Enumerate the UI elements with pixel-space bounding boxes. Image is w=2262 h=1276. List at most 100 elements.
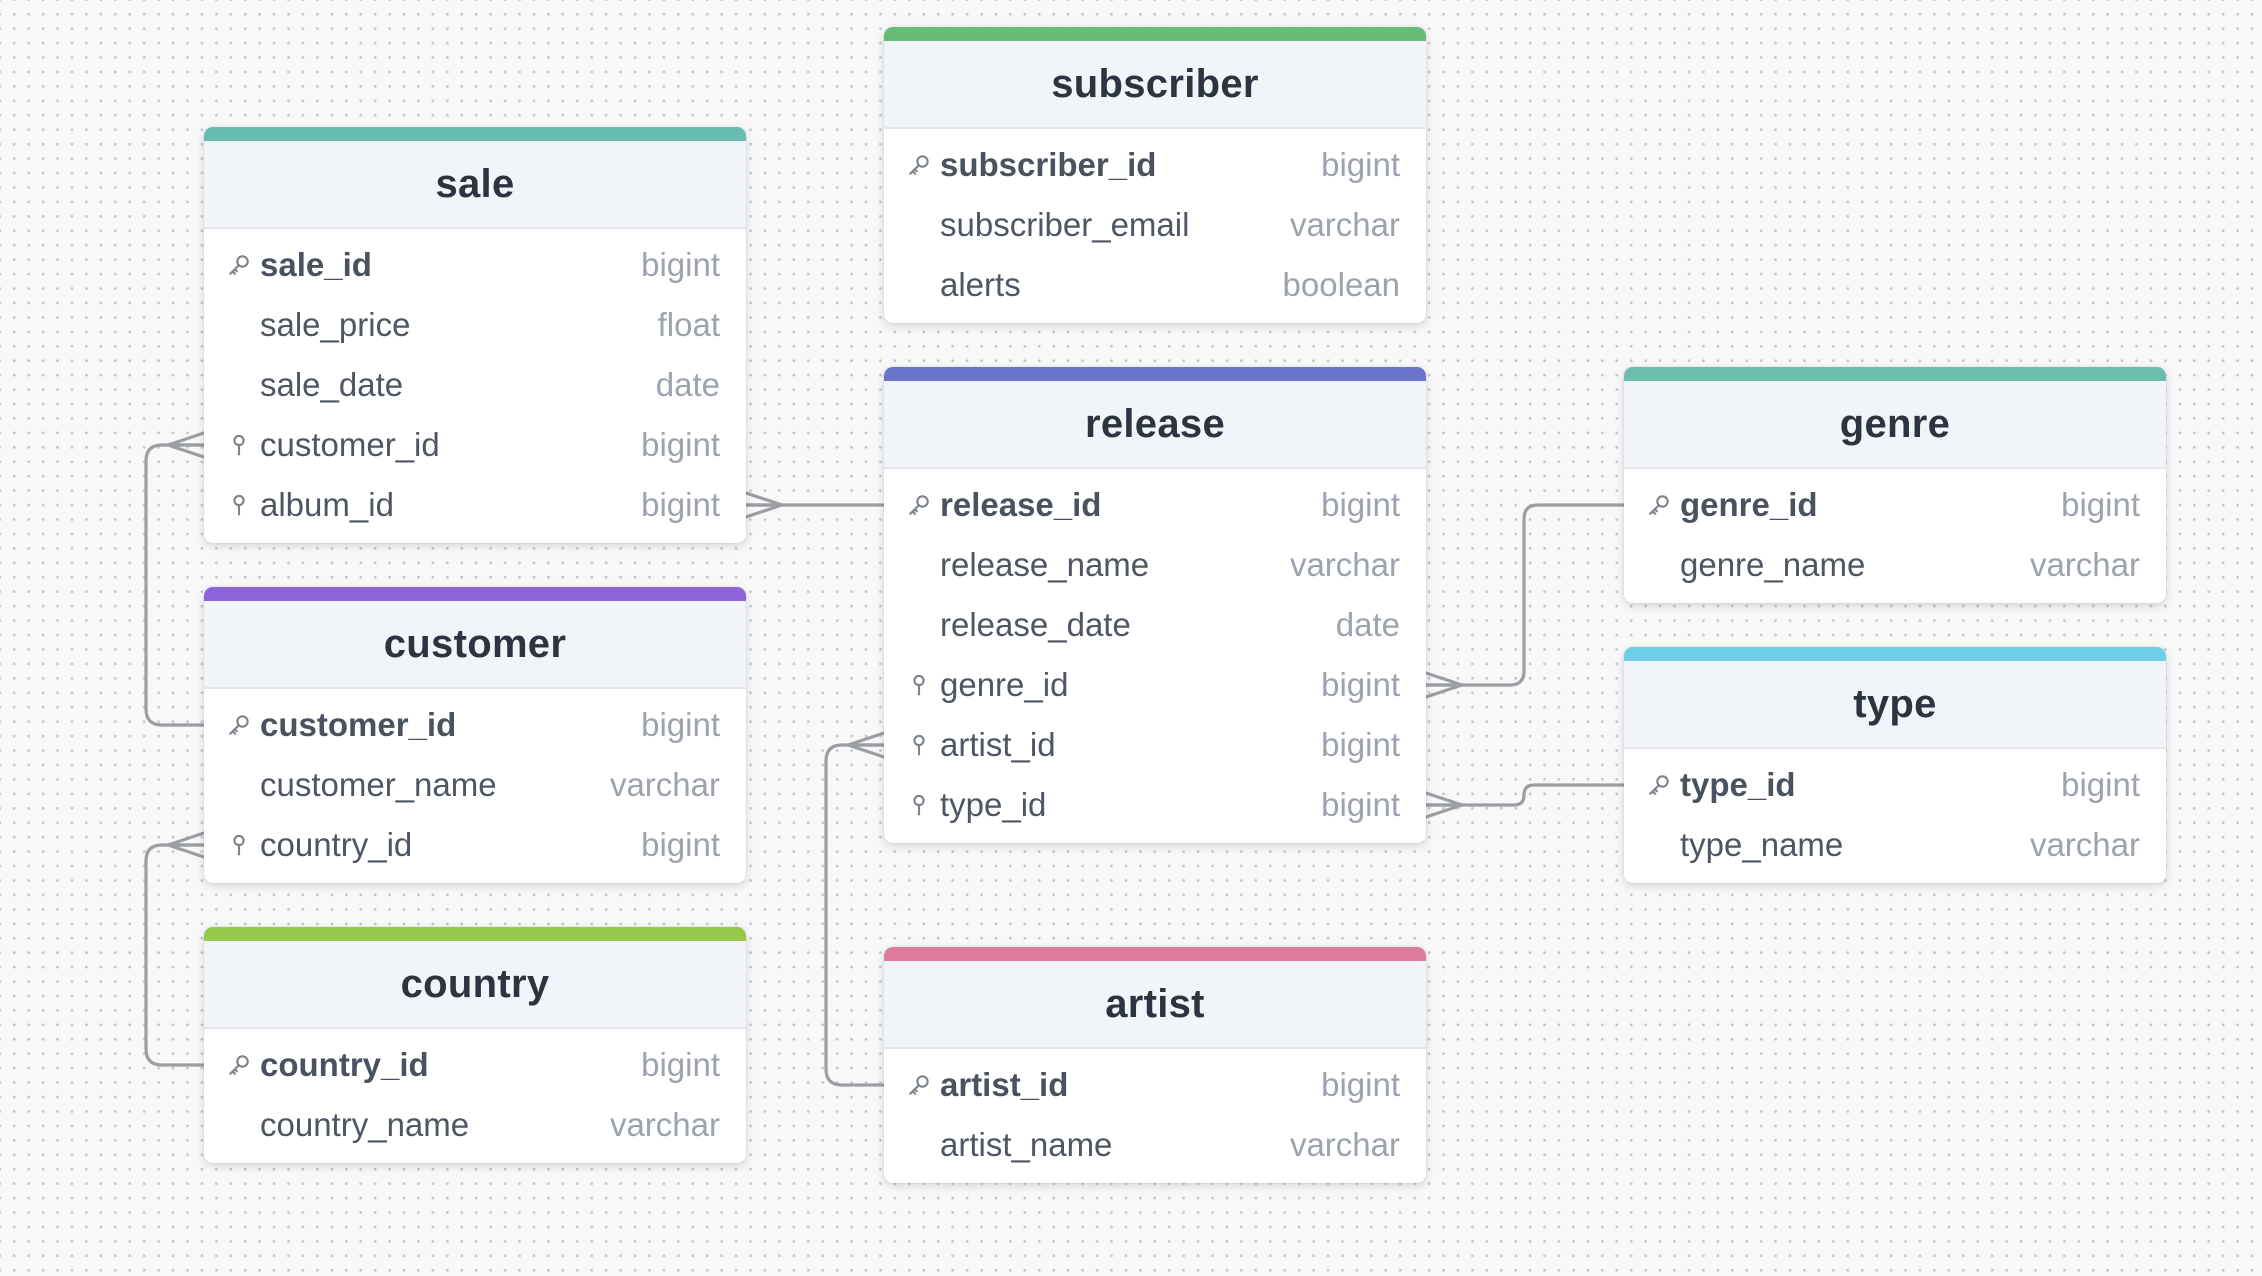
- connector-sale-customer: [144, 443, 206, 727]
- column-name: release_id: [940, 486, 1102, 523]
- column-type: bigint: [641, 1046, 720, 1083]
- pin-icon: [906, 792, 932, 818]
- column-row-album-id[interactable]: album_id bigint: [204, 475, 746, 535]
- column-name: sale_date: [260, 366, 404, 403]
- column-type: boolean: [1282, 266, 1400, 303]
- column-type: varchar: [1289, 1126, 1400, 1163]
- key-icon: [226, 712, 252, 738]
- table-accent-bar: [204, 127, 746, 141]
- column-type: varchar: [1289, 546, 1400, 583]
- column-type: bigint: [1321, 486, 1400, 523]
- column-name: subscriber_id: [940, 146, 1157, 183]
- table-header[interactable]: sale: [204, 141, 746, 229]
- table-header[interactable]: release: [884, 381, 1426, 469]
- table-title: genre: [1839, 401, 1951, 446]
- column-type: bigint: [641, 246, 720, 283]
- column-name: country_name: [260, 1106, 470, 1143]
- key-icon: [1646, 772, 1672, 798]
- pin-icon: [226, 432, 252, 458]
- table-header[interactable]: subscriber: [884, 41, 1426, 129]
- column-row-release-id[interactable]: release_id bigint: [884, 475, 1426, 535]
- column-name: artist_name: [940, 1126, 1113, 1163]
- column-type: bigint: [641, 486, 720, 523]
- column-name: type_id: [1680, 766, 1796, 803]
- table-accent-bar: [1624, 647, 2166, 661]
- table-accent-bar: [1624, 367, 2166, 381]
- column-name: sale_id: [260, 246, 372, 283]
- crowfoot-customer-country: [166, 831, 206, 859]
- table-accent-bar: [204, 927, 746, 941]
- column-type: date: [1335, 606, 1400, 643]
- key-icon: [906, 152, 932, 178]
- column-type: bigint: [2061, 766, 2140, 803]
- table-title: artist: [1105, 981, 1205, 1026]
- table-header[interactable]: country: [204, 941, 746, 1029]
- column-name: type_name: [1680, 826, 1844, 863]
- connector-release-type: [1424, 783, 1626, 807]
- key-icon: [906, 1072, 932, 1098]
- column-type: bigint: [1321, 1066, 1400, 1103]
- table-header[interactable]: genre: [1624, 381, 2166, 469]
- table-header[interactable]: artist: [884, 961, 1426, 1049]
- table-header[interactable]: type: [1624, 661, 2166, 749]
- column-row-subscriber-id[interactable]: subscriber_id bigint: [884, 135, 1426, 195]
- column-name: genre_name: [1680, 546, 1866, 583]
- crowfoot-release-artist: [846, 731, 886, 759]
- table-title: type: [1853, 681, 1937, 726]
- column-type: bigint: [1321, 146, 1400, 183]
- column-type: varchar: [1289, 206, 1400, 243]
- column-row-type-id[interactable]: type_id bigint: [1624, 755, 2166, 815]
- crowfoot-release-type: [1424, 791, 1464, 819]
- table-header[interactable]: customer: [204, 601, 746, 689]
- table-accent-bar: [884, 27, 1426, 41]
- crowfoot-sale-customer: [166, 431, 206, 459]
- column-name: sale_price: [260, 306, 411, 343]
- crowfoot-release-genre: [1424, 671, 1464, 699]
- table-accent-bar: [204, 587, 746, 601]
- column-name: type_id: [940, 786, 1047, 823]
- column-type: bigint: [641, 706, 720, 743]
- column-name: album_id: [260, 486, 394, 523]
- column-row-artist-name[interactable]: artist_name varchar: [884, 1115, 1426, 1175]
- column-type: bigint: [1321, 726, 1400, 763]
- column-row-sale-id[interactable]: sale_id bigint: [204, 235, 746, 295]
- connector-customer-country: [144, 843, 206, 1067]
- connector-release-artist: [824, 743, 886, 1087]
